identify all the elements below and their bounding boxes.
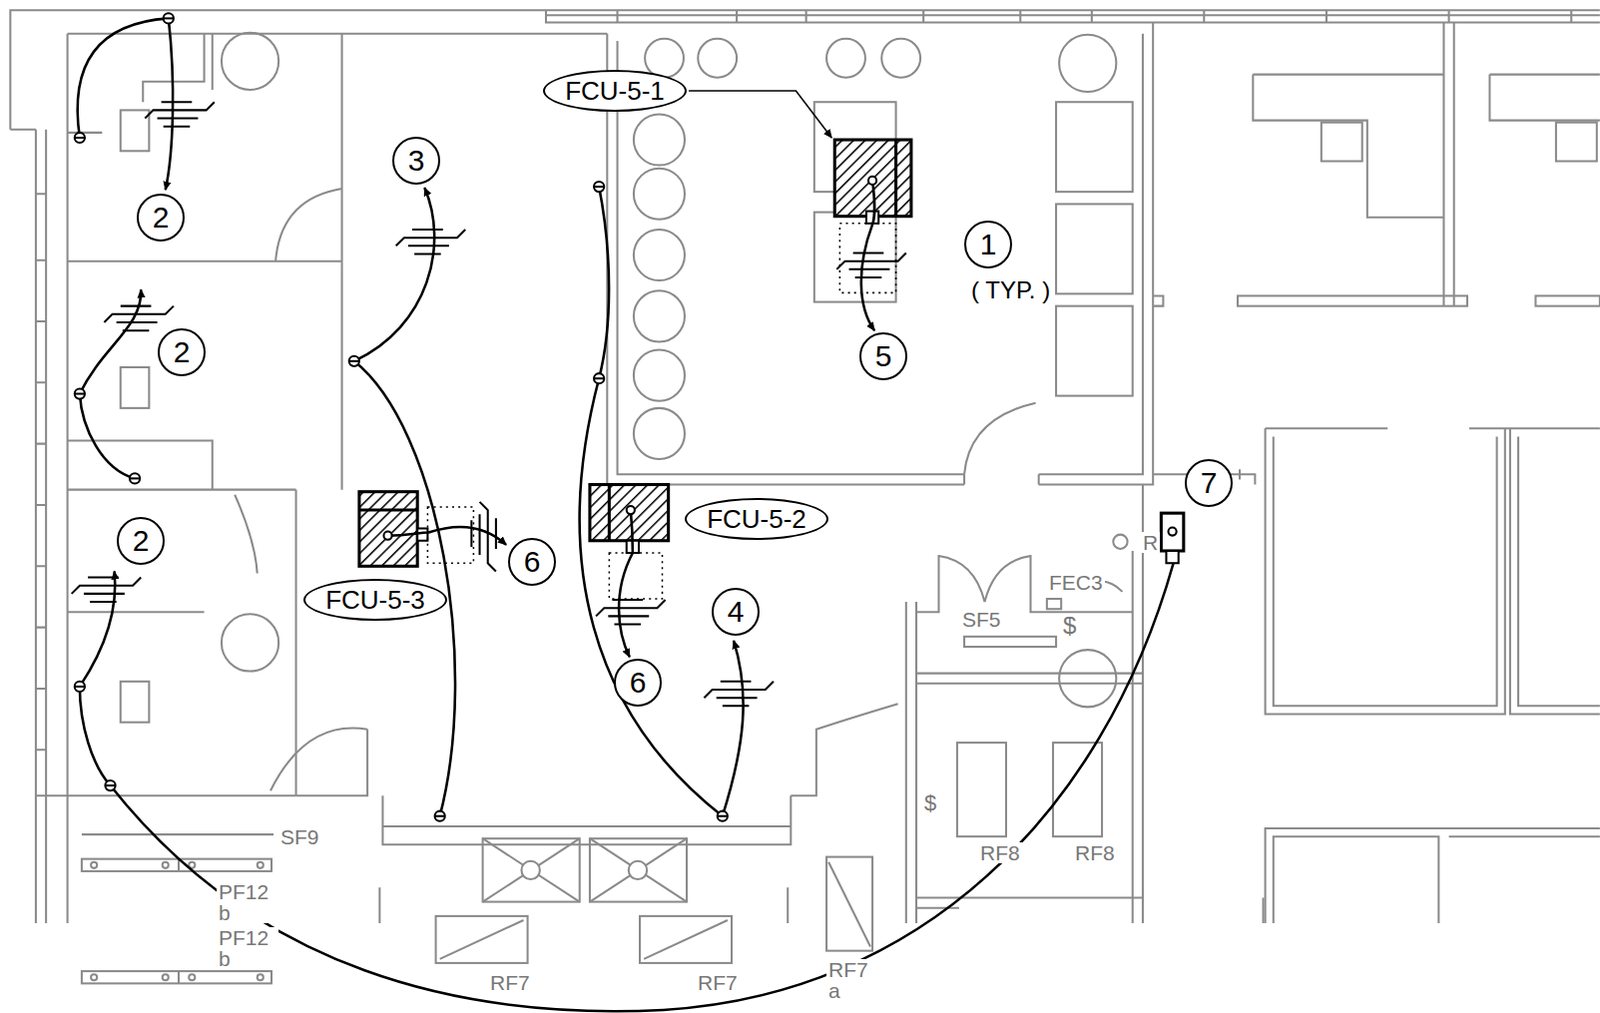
callout-circle: 2 bbox=[157, 328, 206, 377]
label-text: SF5 bbox=[962, 607, 1002, 631]
equipment-label: RF7 bbox=[488, 972, 533, 994]
equipment-label: SF9 bbox=[278, 826, 322, 848]
label-text: RF7 a bbox=[828, 958, 869, 1003]
label-text: RF7 bbox=[490, 971, 531, 995]
equipment-label: $ bbox=[922, 792, 939, 815]
equipment-label: RF8 bbox=[978, 842, 1023, 864]
label-text: RF8 bbox=[1074, 841, 1115, 865]
equipment-label: RF7 bbox=[695, 972, 740, 994]
equipment-label: PF12 b bbox=[216, 927, 279, 970]
label-text: SF9 bbox=[280, 825, 320, 849]
equipment-label: RF8 bbox=[1072, 842, 1117, 864]
label-text: PF12 b bbox=[218, 880, 269, 925]
callout-circle: 4 bbox=[711, 587, 760, 636]
label-text: RF8 bbox=[980, 841, 1021, 865]
callout-circle: 3 bbox=[392, 136, 441, 185]
callout-number: 6 bbox=[524, 546, 541, 577]
callout-number: 2 bbox=[132, 526, 150, 556]
callout-circle: 6 bbox=[613, 658, 662, 707]
unit-tag: FCU-5-3 bbox=[325, 586, 426, 613]
label-text: PF12 b bbox=[218, 926, 269, 971]
label-text: R bbox=[1142, 531, 1158, 554]
equipment-label: $ bbox=[1061, 613, 1078, 638]
callout-circle: 2 bbox=[116, 517, 165, 565]
equipment-label: RF7 a bbox=[826, 959, 875, 1002]
callout-number: 5 bbox=[875, 341, 893, 372]
callout-circle: 5 bbox=[859, 332, 908, 381]
unit-tag-ellipse: FCU-5-3 bbox=[303, 578, 448, 621]
callout-number: 1 bbox=[980, 229, 998, 260]
label-text: $ bbox=[924, 790, 937, 816]
equipment-label: SF5 bbox=[960, 608, 1004, 630]
label-text: FEC3 bbox=[1049, 570, 1103, 594]
unit-tag: FCU-5-1 bbox=[564, 77, 665, 104]
equipment-label: FEC3 bbox=[1047, 571, 1105, 593]
label-text: ( TYP. ) bbox=[971, 276, 1051, 304]
callout-number: 7 bbox=[1200, 468, 1218, 499]
callout-circle: 2 bbox=[136, 193, 185, 242]
label-text: $ bbox=[1063, 611, 1076, 639]
callout-number: 2 bbox=[152, 202, 170, 233]
equipment-label: R bbox=[1140, 532, 1160, 553]
callout-circle: 7 bbox=[1184, 459, 1233, 508]
callout-circle: 1 bbox=[964, 220, 1013, 269]
callout-number: 6 bbox=[629, 667, 647, 698]
equipment-label: PF12 b bbox=[216, 881, 279, 924]
unit-tag-ellipse: FCU-5-2 bbox=[684, 498, 829, 540]
callout-number: 2 bbox=[173, 337, 191, 368]
callout-number: 4 bbox=[727, 596, 745, 627]
unit-tag: FCU-5-2 bbox=[706, 506, 807, 533]
unit-tag-ellipse: FCU-5-1 bbox=[542, 69, 687, 112]
callout-number: 3 bbox=[408, 145, 426, 176]
note-label: ( TYP. ) bbox=[969, 278, 1053, 303]
callout-circle: 6 bbox=[508, 537, 556, 586]
label-text: RF7 bbox=[697, 971, 738, 995]
